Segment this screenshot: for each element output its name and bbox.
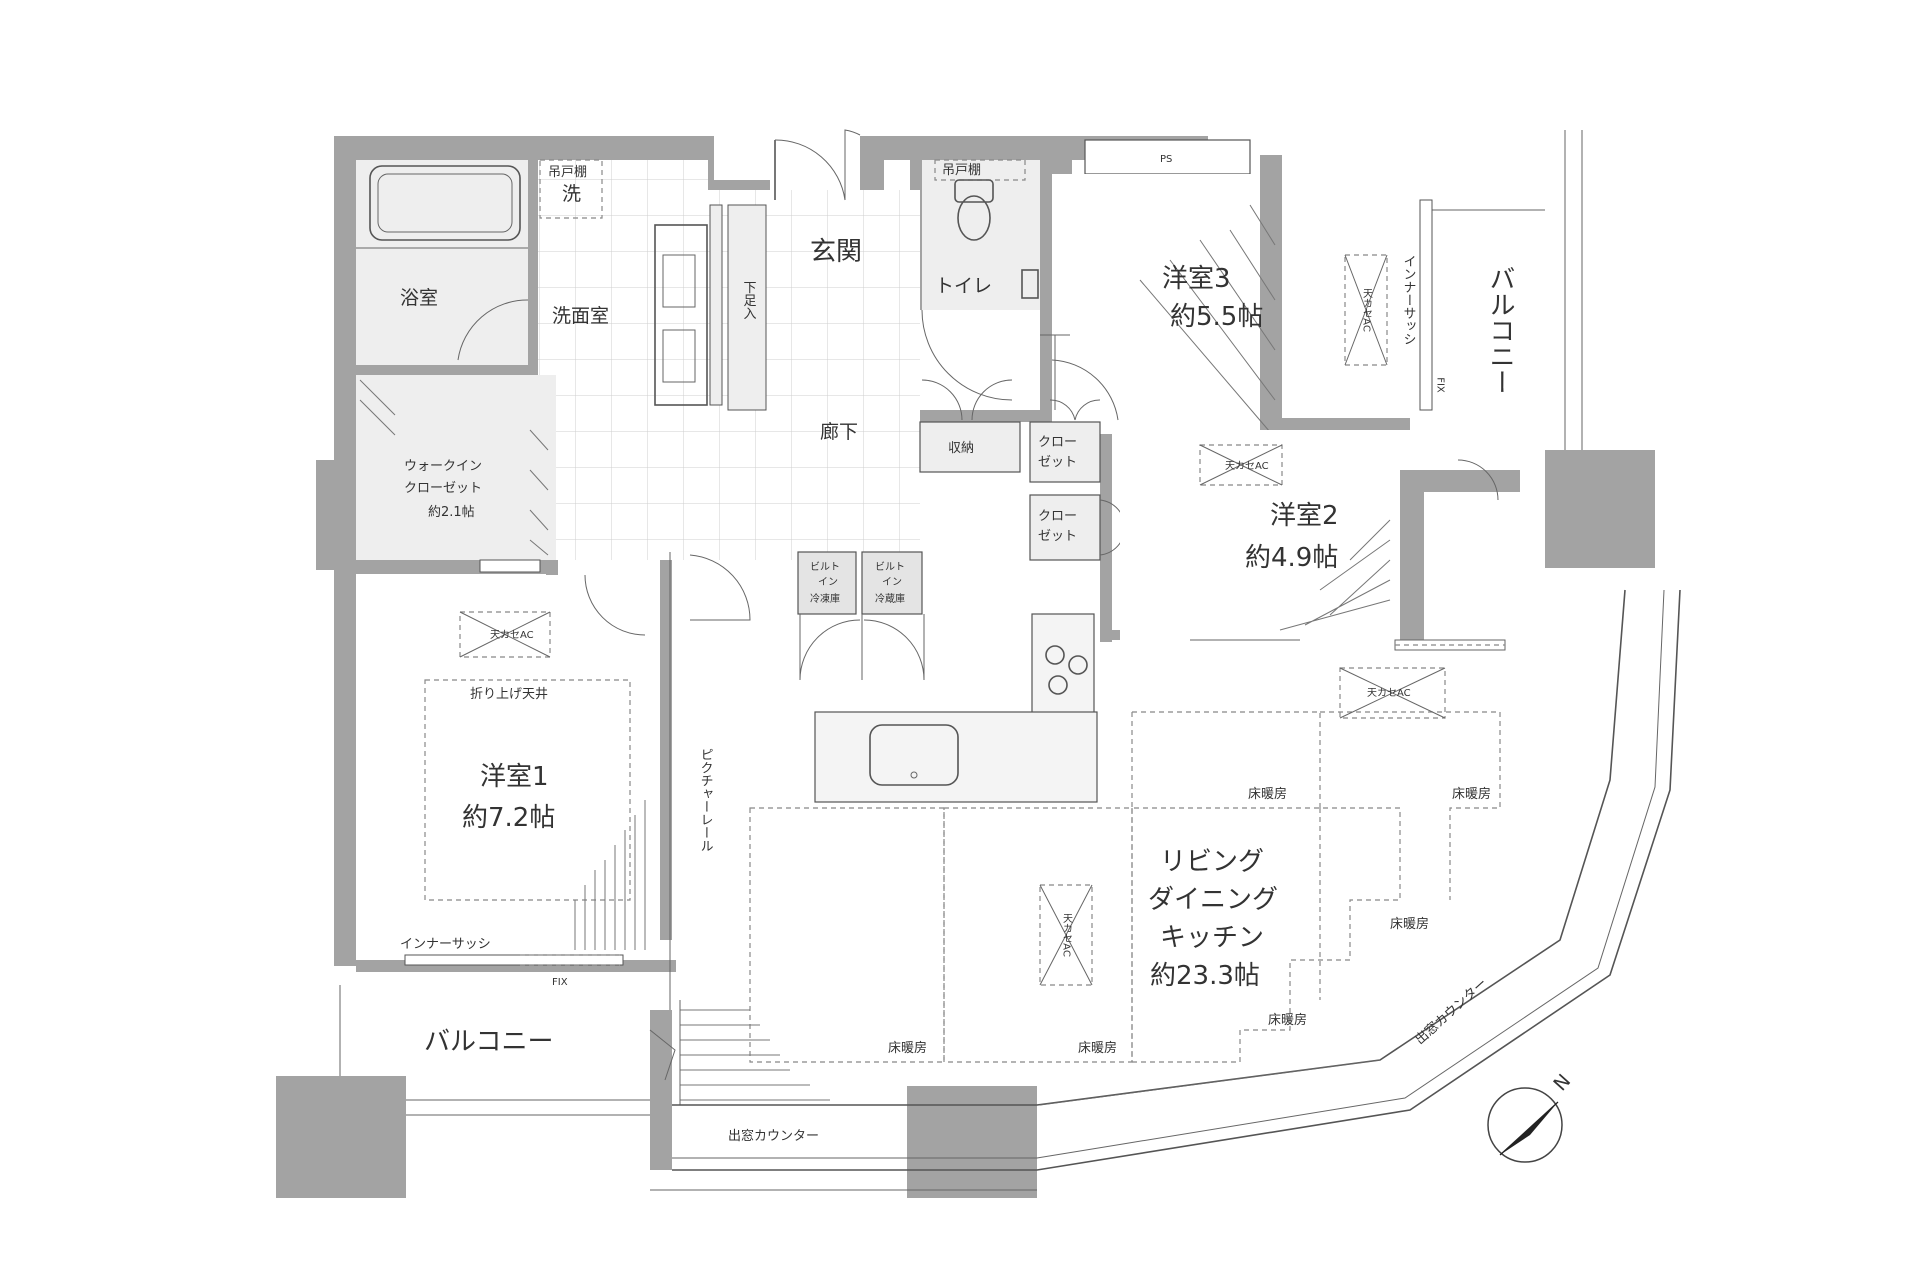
storage-doors	[921, 379, 1013, 421]
washroom-fixtures	[539, 159, 723, 406]
hanging-shelf-label-2: 吊戸棚	[942, 163, 981, 178]
balcony-east	[1419, 130, 1583, 501]
ldk-line2: ダイニング	[1148, 885, 1278, 915]
ceiling-ac-ldk-2: 天カセAC	[1061, 913, 1073, 957]
freezer-line2: イン	[818, 577, 838, 588]
walk-in-closet	[356, 375, 556, 573]
freezer-line1: ビルト	[810, 561, 840, 573]
fix-west-label: FIX	[552, 977, 568, 988]
ceiling-ac-ldk-1: 天カセAC	[1367, 687, 1411, 699]
ps-shaft	[1084, 139, 1251, 175]
closet-b	[1029, 494, 1101, 561]
bedroom3-size: 約5.5帖	[1170, 302, 1263, 332]
bedroom3	[1040, 174, 1388, 434]
freezer-line3: 冷凍庫	[810, 592, 840, 605]
closet-a	[1029, 421, 1101, 483]
floor-heating-1: 床暖房	[1248, 786, 1287, 802]
entrance-door	[774, 129, 861, 201]
floor-heating-3: 床暖房	[1390, 916, 1429, 932]
ceiling-ac-bedroom1: 天カセAC	[490, 629, 534, 641]
wash-mark: 洗	[562, 183, 581, 205]
wic-line1: ウォークイン	[404, 459, 482, 474]
inner-sash-east-label: インナーサッシ	[1401, 255, 1416, 346]
picture-rail-label: ピクチャーレール	[698, 748, 713, 852]
ps-label: PS	[1160, 154, 1172, 165]
toilet-room	[921, 159, 1040, 401]
fix-east-label: FIX	[1435, 377, 1446, 393]
shoe-storage-label: 下足入	[741, 281, 757, 320]
balcony-west-label: バルコニー	[424, 1027, 553, 1057]
bedroom1-size: 約7.2帖	[462, 803, 555, 833]
compass-icon	[1487, 1087, 1563, 1163]
bedroom2-name: 洋室2	[1270, 501, 1339, 531]
ldk-line3: キッチン	[1160, 923, 1264, 953]
entrance-label: 玄関	[810, 237, 862, 267]
bay-window	[650, 589, 1681, 1191]
floor-heating-5: 床暖房	[888, 1040, 927, 1056]
storage-label: 収納	[948, 441, 974, 456]
ldk-window-hatching	[679, 1000, 830, 1105]
ldk-line1: リビング	[1160, 847, 1264, 877]
fridge-line2: イン	[882, 577, 902, 588]
storage	[919, 421, 1021, 473]
bedroom1	[372, 574, 660, 966]
inner-sash-west-label: インナーサッシ	[400, 937, 491, 952]
floor-heating-2: 床暖房	[1452, 786, 1491, 802]
closet-a-doors	[1049, 399, 1101, 421]
bay-counter-south-label: 出窓カウンター	[728, 1128, 819, 1144]
fridge-line1: ビルト	[875, 561, 905, 573]
closet-a-line1: クロー	[1038, 435, 1077, 450]
floor-heating-4: 床暖房	[1268, 1012, 1307, 1028]
wic-line2: クローゼット	[404, 481, 482, 496]
bedroom1-name: 洋室1	[480, 762, 549, 792]
washroom-tiles	[538, 160, 708, 410]
corridor-label: 廊下	[820, 421, 858, 443]
entrance-step	[770, 200, 910, 320]
wic-size: 約2.1帖	[428, 505, 475, 520]
closet-a-line2: ゼット	[1038, 455, 1077, 470]
fridge-line3: 冷蔵庫	[875, 592, 905, 605]
ceiling-ac-bedroom3: 天カセAC	[1361, 288, 1373, 332]
bedroom2-size: 約4.9帖	[1245, 543, 1338, 573]
compass-north-label: N	[1549, 1070, 1575, 1095]
closet-b-line2: ゼット	[1038, 529, 1077, 544]
balcony-east-label: バルコニー	[1485, 265, 1515, 395]
bedroom3-name: 洋室3	[1162, 264, 1231, 294]
svg-text:下足入: 下足入	[741, 281, 757, 320]
bathroom	[356, 160, 529, 365]
kitchen	[669, 551, 1098, 1010]
bay-counter-curve-label: 出窓カウンター	[1412, 975, 1490, 1048]
shoe-storage	[727, 204, 767, 411]
floor-heating-6: 床暖房	[1078, 1040, 1117, 1056]
bath-label: 浴室	[400, 287, 438, 309]
ldk-floor-heating	[749, 667, 1501, 1063]
balcony-west	[339, 985, 676, 1116]
bedroom2	[1120, 430, 1506, 651]
ldk-size: 約23.3帖	[1150, 961, 1260, 991]
washroom-label: 洗面室	[552, 305, 609, 327]
toilet-label: トイレ	[935, 275, 992, 297]
ceiling-ac-bedroom2: 天カセAC	[1225, 460, 1269, 472]
folded-ceiling-label: 折り上げ天井	[470, 687, 548, 702]
closet-b-line1: クロー	[1038, 509, 1077, 524]
hanging-shelf-label-1: 吊戸棚	[548, 165, 587, 180]
